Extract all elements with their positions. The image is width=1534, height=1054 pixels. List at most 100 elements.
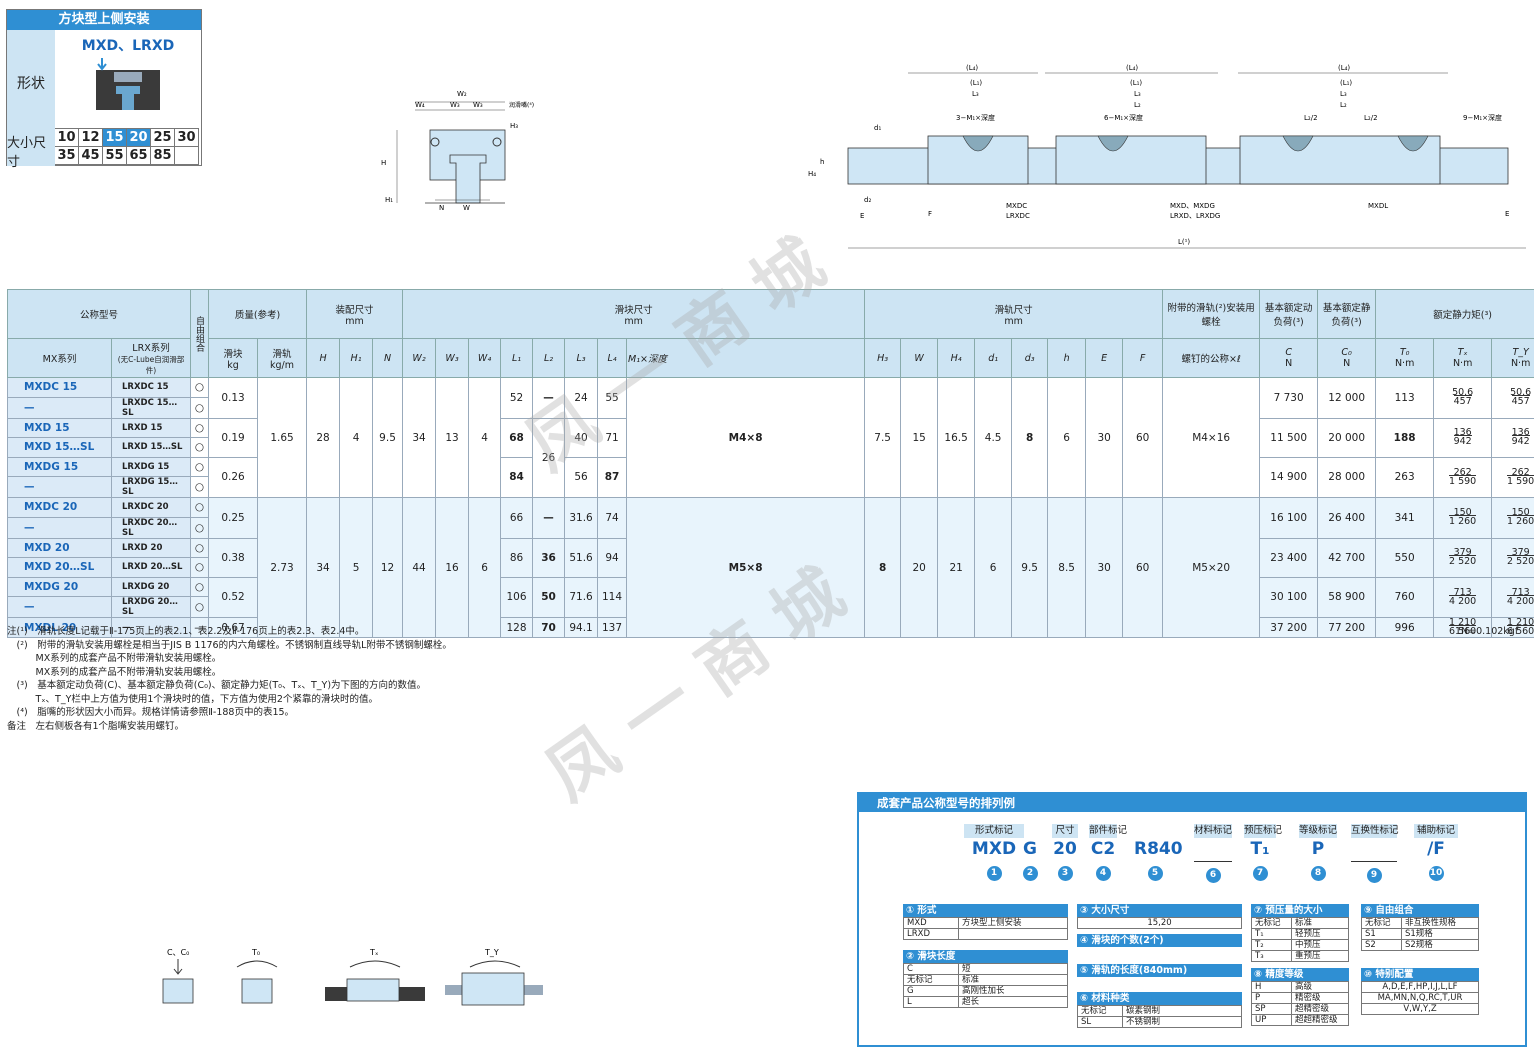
cross-section-drawing: W₂ W₃ W₃ W₄ 润滑嘴(⁴) H₃ H H₁ N W bbox=[381, 90, 534, 212]
model-code-number: 4 bbox=[1095, 866, 1111, 881]
dim-N: 9.5 bbox=[372, 377, 404, 498]
table-row: —LRXDG 15…SL○ bbox=[7, 476, 1534, 498]
model-code-value: MXD bbox=[971, 839, 1017, 859]
load-C: 37 200 bbox=[1259, 617, 1319, 638]
mx-model: — bbox=[7, 396, 112, 419]
legend-cell: LRXD bbox=[903, 928, 959, 940]
dim-l2half-a: L₂/2 bbox=[1304, 114, 1318, 122]
free-combo: ○ bbox=[190, 516, 210, 539]
lrx-model: LRXDG 20 bbox=[110, 576, 192, 597]
bolt-spec: M5×20 bbox=[1162, 497, 1261, 638]
load-C0: 12 000 bbox=[1317, 377, 1377, 419]
footnote-line: (²) 附带的滑轨安装用螺栓是相当于JIS B 1176的内六角螺栓。不锈钢制直… bbox=[7, 639, 452, 651]
model-code-number: 10 bbox=[1428, 866, 1444, 881]
free-combo: ○ bbox=[190, 476, 210, 498]
load-C0: 26 400 bbox=[1317, 497, 1377, 539]
label-mxdc: MXDC bbox=[1006, 202, 1027, 210]
dim-L4: 74 bbox=[597, 497, 628, 539]
dim-W: 20 bbox=[900, 497, 939, 638]
legend-cell: 轻预压 bbox=[1291, 928, 1349, 940]
dim-l2-c: L₂ bbox=[1340, 101, 1347, 109]
legend-cell: A,D,E,F,HP,I,J,L,LF bbox=[1361, 981, 1479, 993]
dim-h: 8.5 bbox=[1047, 497, 1087, 638]
th-dyn: 基本额定动负荷(³) bbox=[1259, 289, 1319, 339]
free-combo: ○ bbox=[190, 417, 210, 438]
dim-l2half-b: L₂/2 bbox=[1364, 114, 1378, 122]
load-c-label: C、C₀ bbox=[167, 948, 189, 957]
th-H3: H₃ bbox=[877, 352, 889, 364]
legend-title: ⑨ 自由组合 bbox=[1361, 904, 1479, 917]
th-C0-sym: C₀ bbox=[1341, 347, 1352, 358]
load-direction-diagrams: C、C₀ T₀ Tₓ T_Y bbox=[162, 948, 543, 1006]
dim-d1: 6 bbox=[974, 497, 1013, 638]
label-mxd: MXD、MXDG bbox=[1170, 202, 1215, 210]
th-T0-sym: T₀ bbox=[1399, 347, 1410, 358]
legend-title: ③ 大小尺寸 bbox=[1077, 904, 1242, 917]
dim-d3: 8 bbox=[1011, 377, 1049, 498]
load-C: 23 400 bbox=[1259, 537, 1319, 578]
mx-model: MXD 20 bbox=[7, 537, 112, 558]
model-code-value: T₁ bbox=[1250, 839, 1270, 859]
dim-l: L(¹) bbox=[1178, 238, 1190, 246]
legend-cell: 15,20 bbox=[1077, 917, 1242, 929]
legend-cell: 高刚性加长 bbox=[958, 985, 1068, 997]
shape-image: MXD、LRXD bbox=[55, 30, 201, 136]
dim-L2: 50 bbox=[532, 576, 566, 618]
mx-model: MXD 15…SL bbox=[7, 437, 112, 458]
dim-H3: 7.5 bbox=[864, 377, 902, 498]
legend-cell: 不锈钢制 bbox=[1122, 1016, 1242, 1028]
legend-cell: 无标记 bbox=[1251, 917, 1292, 929]
dim-L3: 51.6 bbox=[564, 537, 599, 578]
lrx-model: LRXDG 15 bbox=[110, 456, 192, 477]
moment-T0: 760 bbox=[1375, 576, 1435, 618]
model-code-caption: 形式标记 bbox=[964, 824, 1024, 838]
lrx-model: LRXD 20…SL bbox=[110, 557, 192, 578]
th-W2: W₂ bbox=[412, 352, 426, 364]
lrx-model: LRXD 20 bbox=[110, 537, 192, 558]
unit-note: 1N=0.102kgf bbox=[1455, 626, 1519, 637]
th-H4: H₄ bbox=[950, 352, 962, 364]
legend-cell: SL bbox=[1077, 1016, 1123, 1028]
size-option: 25 bbox=[151, 129, 175, 147]
th-C-unit: N bbox=[1285, 358, 1293, 369]
dim-L4: 71 bbox=[597, 417, 628, 458]
model-code-number: 2 bbox=[1022, 866, 1038, 881]
dim-H1: 5 bbox=[339, 497, 374, 638]
legend-cell: L bbox=[903, 996, 959, 1008]
dim-L1: 128 bbox=[500, 617, 534, 638]
dim-h-side: h bbox=[820, 158, 824, 166]
slider-mass: 0.67 bbox=[208, 617, 259, 638]
label-lrxd: LRXD、LRXDG bbox=[1170, 212, 1220, 220]
dim-f: F bbox=[928, 210, 932, 218]
slider-mass: 0.13 bbox=[208, 377, 259, 419]
legend-cell: 中预压 bbox=[1291, 939, 1349, 951]
lrx-model: LRXD 15 bbox=[110, 417, 192, 438]
th-rail-kgm-label: 滑轨 bbox=[272, 348, 292, 360]
legend-cell: 无标记 bbox=[1077, 1005, 1123, 1017]
dim-W2: 34 bbox=[402, 377, 437, 498]
free-combo: ○ bbox=[190, 557, 210, 578]
dim-L2: — bbox=[532, 497, 566, 539]
section-title: 方块型上侧安装 bbox=[7, 10, 201, 30]
legend-rail_len: ⑤ 滑轨的长度(840mm) bbox=[1077, 964, 1242, 977]
slider-shape-icon bbox=[96, 58, 160, 110]
